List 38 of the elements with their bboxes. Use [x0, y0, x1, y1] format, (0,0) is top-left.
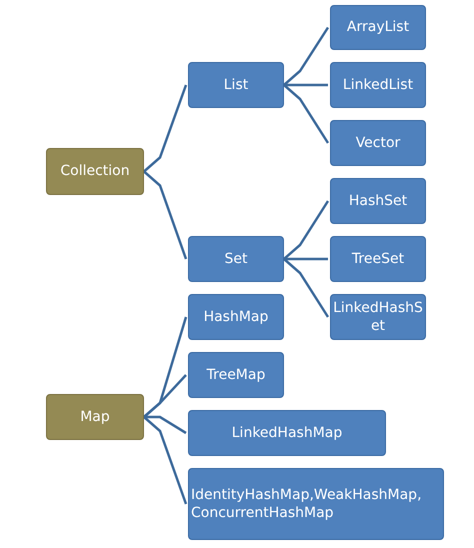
class-box: [330, 62, 426, 108]
box-label: HashMap: [202, 308, 270, 326]
box-label: LinkedHashMap: [230, 424, 344, 442]
connector-line: [143, 416, 188, 504]
class-box: [330, 236, 426, 282]
class-box: [188, 62, 284, 108]
class-box: [330, 178, 426, 224]
box-label: ArrayList: [346, 18, 410, 37]
connector-line: [283, 258, 330, 318]
connector-line: [283, 84, 330, 144]
box-label: LinkedList: [342, 76, 414, 94]
class-box: [188, 352, 284, 398]
class-box: [330, 5, 426, 50]
connector-line: [283, 200, 330, 260]
class-box: [188, 236, 284, 282]
connector-line: [143, 374, 187, 418]
box-label: List: [222, 76, 250, 94]
class-box: [188, 294, 284, 340]
box-label: Map: [79, 408, 111, 426]
box-label: TreeSet: [350, 250, 406, 268]
box-label: HashSet: [348, 192, 408, 210]
category-box: [46, 148, 144, 195]
connector-line: [284, 258, 328, 260]
box-label: Collection: [59, 162, 131, 181]
box-label: LinkedHashSet: [332, 298, 424, 336]
connector-line: [144, 416, 187, 434]
box-label: Set: [224, 250, 248, 268]
class-box: [330, 120, 426, 166]
connector-line: [284, 84, 328, 86]
class-box: [188, 468, 444, 540]
connector-line: [143, 170, 188, 260]
box-label: TreeMap: [206, 366, 266, 384]
box-label: Vector: [354, 134, 402, 152]
category-box: [46, 394, 144, 440]
connector-line: [283, 26, 330, 86]
box-label: IdentityHashMap,WeakHashMap, ConcurrentHashMap: [190, 486, 423, 522]
class-box: [188, 410, 386, 456]
connector-line: [143, 84, 188, 172]
